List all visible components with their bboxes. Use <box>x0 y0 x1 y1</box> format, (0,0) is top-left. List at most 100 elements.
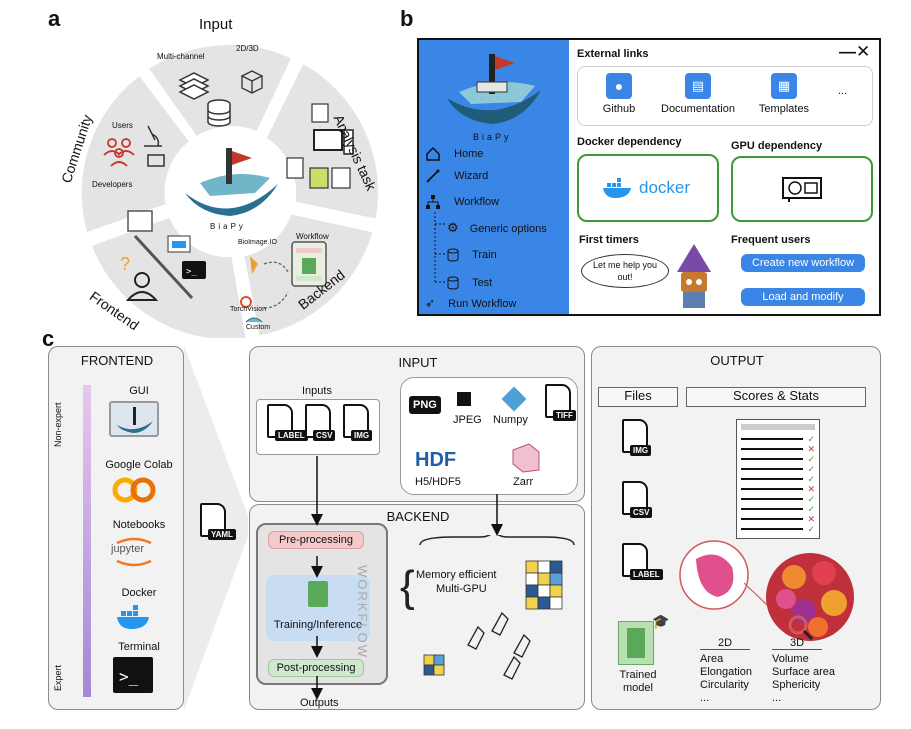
model-icon <box>308 581 328 607</box>
sidebar-item-test[interactable]: Test <box>447 276 492 290</box>
check-icon: ✓ <box>807 493 815 504</box>
analysis-cells-icon <box>309 167 329 189</box>
check-icon: ✓ <box>807 453 815 464</box>
sector-community <box>75 67 198 240</box>
graduation-cap-icon: 🎓 <box>652 613 670 629</box>
notebooks-label: Notebooks <box>112 519 166 531</box>
numpy-icon <box>501 386 527 412</box>
template-icon: ▦ <box>771 73 797 99</box>
checklist-row: ✕ <box>741 484 815 494</box>
jpeg-icon <box>457 392 471 406</box>
output-panel: OUTPUT Files Scores & Stats IMG CSV LABE… <box>591 346 881 710</box>
developer-monitor-icon <box>147 154 165 167</box>
first-timers-title: First timers <box>579 234 639 246</box>
multichannel-label: Multi-channel <box>157 52 205 61</box>
checklist-row: ✕ <box>741 514 815 524</box>
checklist-row: ✓ <box>741 504 815 514</box>
gpu-icon <box>782 177 822 202</box>
terminal-icon <box>182 261 206 279</box>
sidebar-item-label: Wizard <box>454 169 489 182</box>
sidebar-item-run-workflow[interactable]: ➶ Run Workflow <box>425 296 516 310</box>
trained-model-icon <box>618 621 654 665</box>
frequent-users-title: Frequent users <box>731 234 811 246</box>
sidebar-item-workflow[interactable]: Workflow <box>425 194 499 210</box>
sidebar-item-train[interactable]: Train <box>447 248 497 262</box>
outputs-label: Outputs <box>300 697 339 709</box>
analysis-monitor-icon <box>313 129 343 151</box>
jupyter-icon: jupyter <box>111 543 145 555</box>
docker-whale-icon <box>603 178 631 198</box>
check-icon: ✓ <box>807 433 815 444</box>
frontend-panel: FRONTEND Non-expert Expert GUI Google Co… <box>48 346 184 710</box>
docker-text: docker <box>639 178 691 197</box>
users-label: Users <box>112 121 133 130</box>
sidebar-item-label: Workflow <box>454 195 500 208</box>
checklist-row: ✓ <box>741 474 815 484</box>
scores-header: Scores & Stats <box>686 387 866 407</box>
window-controls[interactable]: —✕ <box>839 42 871 61</box>
sidebar: BiaPy Home Wizard Workflow ⚙ Generic opt… <box>419 40 569 314</box>
check-icon: ✓ <box>807 473 815 484</box>
link-github[interactable]: ● Github <box>592 73 646 115</box>
expert-label: Expert <box>53 664 63 691</box>
home-icon <box>426 146 440 161</box>
load-modify-button[interactable]: Load and modify <box>741 288 865 306</box>
checklist-row: ✓ <box>741 434 815 444</box>
backend-panel: BACKEND Pre-processing Training/Inferenc… <box>249 504 585 710</box>
checklist-row: ✓ <box>741 494 815 504</box>
terminal-icon: >_ <box>113 657 153 693</box>
sidebar-item-home[interactable]: Home <box>425 146 483 162</box>
rocket-icon: ➶ <box>425 296 436 310</box>
gpu-cubes-illustration <box>419 535 575 680</box>
panel-b-letter: b <box>400 6 414 31</box>
link-documentation[interactable]: ▤ Documentation <box>656 73 740 115</box>
database-icon <box>447 248 459 262</box>
zarr-icon <box>512 443 540 473</box>
sidebar-item-wizard[interactable]: Wizard <box>425 168 488 184</box>
gpu-card[interactable] <box>731 156 873 222</box>
link-templates[interactable]: ▦ Templates <box>752 73 816 115</box>
zarr-label: Zarr <box>513 476 534 488</box>
workflow-label: Workflow <box>296 232 329 241</box>
links-card: ● Github ▤ Documentation ▦ Templates ... <box>577 66 873 126</box>
numpy-label: Numpy <box>493 414 528 426</box>
developers-label: Developers <box>92 180 133 189</box>
sidebar-item-label: Test <box>472 276 493 289</box>
segmentation-illustration <box>679 540 854 641</box>
jpeg-label: JPEG <box>453 414 482 426</box>
formats-box: PNG JPEG Numpy TIFF HDF H5/HDF5 Zarr <box>400 377 578 495</box>
backend-title: BACKEND <box>386 509 450 524</box>
docker-title: Docker dependency <box>577 136 682 148</box>
create-workflow-button[interactable]: Create new workflow <box>741 254 865 272</box>
input-title: INPUT <box>398 355 438 370</box>
link-more[interactable]: ... <box>838 85 848 97</box>
sidebar-item-generic-options[interactable]: ⚙ Generic options <box>447 220 547 236</box>
torchvision-label: TorchVision <box>230 306 267 313</box>
dims-label: 2D/3D <box>236 44 259 53</box>
docker-card[interactable]: docker <box>577 154 719 222</box>
torchvision-icon <box>240 296 252 308</box>
panel-a-letter: a <box>48 6 61 31</box>
custom-ship-icon <box>245 317 263 323</box>
expertise-gradient-bar <box>83 385 91 697</box>
hdf5-icon: HDF <box>415 449 456 471</box>
users-icon <box>103 138 135 167</box>
terminal-label: Terminal <box>118 641 160 653</box>
non-expert-label: Non-expert <box>53 402 63 447</box>
biapy-logo-text-a: BiaPy <box>210 222 246 231</box>
gui-label: GUI <box>129 385 149 397</box>
question-mark: ? <box>120 254 131 274</box>
workflow-vertical-label: WORKFLOW <box>355 565 370 659</box>
biapy-logo-text: BiaPy <box>473 132 512 142</box>
gui-monitor-icon <box>109 401 159 437</box>
frontend-title: FRONTEND <box>80 353 154 368</box>
docker-whale-icon <box>117 605 149 629</box>
colab-label: Google Colab <box>105 459 173 471</box>
sector-input-label: Input <box>199 16 233 33</box>
check-icon: ✓ <box>807 523 815 534</box>
inputs-box: LABEL CSV IMG <box>256 399 380 455</box>
colab-icon <box>112 477 156 503</box>
checklist-row: ✓ <box>741 454 815 464</box>
checklist-row: ✓ <box>741 524 815 534</box>
